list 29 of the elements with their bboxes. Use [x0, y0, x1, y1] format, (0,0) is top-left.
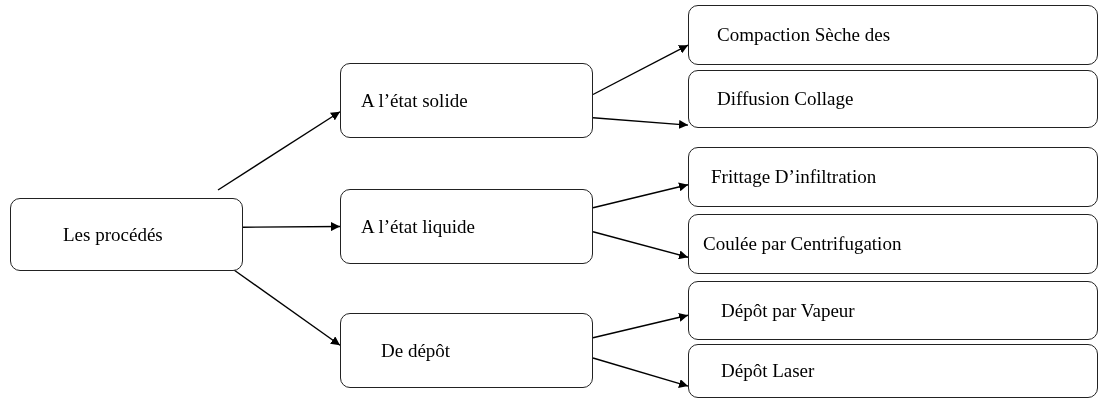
- arrow: [592, 357, 689, 388]
- arrow: [217, 111, 341, 191]
- node-label: Frittage D’infiltration: [711, 166, 877, 188]
- process-box: [688, 70, 1098, 128]
- node-label: Compaction Sèche des: [717, 24, 891, 46]
- node-label: A l’état liquide: [361, 215, 475, 238]
- process-box: [688, 147, 1098, 207]
- arrow: [592, 117, 689, 129]
- arrow: [592, 312, 689, 339]
- node-label: De dépôt: [381, 339, 451, 362]
- node-label: A l’état solide: [361, 89, 468, 112]
- arrow: [592, 182, 689, 209]
- node-label: Les procédés: [63, 223, 163, 246]
- node-label: Diffusion Collage: [717, 88, 854, 110]
- process-box: [688, 344, 1098, 398]
- arrow: [242, 222, 341, 232]
- node-label: Coulée par Centrifugation: [703, 233, 902, 255]
- process-box: [688, 281, 1098, 340]
- node-label: Dépôt Laser: [721, 360, 815, 382]
- node-label: Dépôt par Vapeur: [721, 299, 855, 322]
- arrow: [592, 231, 689, 260]
- category-box: [340, 63, 593, 138]
- arrow: [592, 44, 689, 96]
- category-box: [340, 313, 593, 388]
- arrow: [233, 269, 341, 346]
- category-box: [340, 189, 593, 264]
- process-box: [688, 214, 1098, 274]
- root-box: [10, 198, 243, 271]
- process-box: [688, 5, 1098, 65]
